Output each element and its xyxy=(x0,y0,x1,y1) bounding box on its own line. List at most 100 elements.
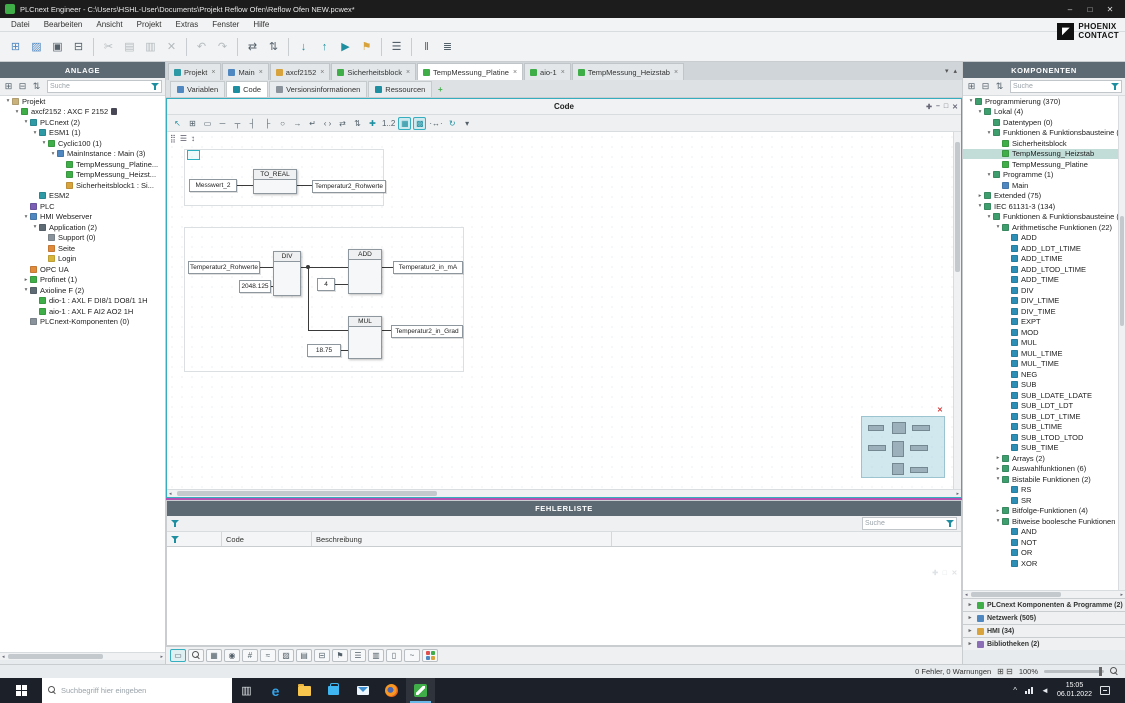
tab-axcf2152[interactable]: axcf2152× xyxy=(269,63,331,80)
tree-item-dio-1-axl-f-di8-1-do8-1-1h[interactable]: dio-1 : AXL F DI8/1 DO8/1 1H xyxy=(0,296,165,307)
expander-expanded-icon[interactable]: ▾ xyxy=(996,476,1000,483)
write-project-icon[interactable]: ⇅ xyxy=(268,41,279,53)
start-icon[interactable]: ▶ xyxy=(341,41,350,53)
actual-size-icon[interactable]: ⊟ xyxy=(1006,667,1013,676)
fbd-block-add[interactable]: ADD xyxy=(348,249,382,294)
jump-icon[interactable]: → xyxy=(293,118,302,128)
snap-toggle-icon[interactable]: ▩ xyxy=(413,116,427,130)
close-icon[interactable]: × xyxy=(211,68,216,76)
tree-item-hmi-webserver[interactable]: ▾HMI Webserver xyxy=(0,212,165,223)
expander-collapsed-icon[interactable]: ▸ xyxy=(24,276,28,283)
expander-expanded-icon[interactable]: ▾ xyxy=(987,171,991,178)
list-icon[interactable]: ☰ xyxy=(391,41,402,53)
tree-item-opc-ua[interactable]: OPC UA xyxy=(0,264,165,275)
tree-item-application-2[interactable]: ▾Application (2) xyxy=(0,222,165,233)
align-icon[interactable]: ⇅ xyxy=(354,118,361,128)
tree-item-maininstance-main-3[interactable]: ▾MainInstance : Main (3) xyxy=(0,149,165,160)
komponenten-hscrollbar[interactable]: ◂ ▸ xyxy=(963,590,1125,598)
subtab-ressourcen[interactable]: Ressourcen xyxy=(368,81,433,97)
expander-expanded-icon[interactable]: ▾ xyxy=(6,98,10,105)
close-icon[interactable]: × xyxy=(258,68,263,76)
fbd-variable-temperatur2-rohwerte[interactable]: Temperatur2_Rohwerte xyxy=(312,180,386,193)
scroll-left-icon[interactable]: ◂ xyxy=(2,654,5,660)
tree-item-main[interactable]: Main xyxy=(963,180,1125,191)
page-range-label[interactable]: 1..2 xyxy=(382,118,396,128)
tree-item-add-ltod-ltime[interactable]: ADD_LTOD_LTIME xyxy=(963,264,1125,275)
tree-item-projekt[interactable]: ▾Projekt xyxy=(0,96,165,107)
tree-item-expt[interactable]: EXPT xyxy=(963,317,1125,328)
fbd-variable-temperatur2-rohwerte[interactable]: Temperatur2_Rohwerte xyxy=(188,261,260,274)
return-icon[interactable]: ↵ xyxy=(309,118,316,128)
edge-button[interactable]: e xyxy=(261,678,290,703)
comment-icon[interactable]: ▭ xyxy=(203,118,212,128)
tree-item-bitweise-boolesche-funktionen-4[interactable]: ▾Bitweise boolesche Funktionen (4) xyxy=(963,516,1125,527)
tab-tempmessung-platine[interactable]: TempMessung_Platine× xyxy=(417,63,524,80)
minimize-panel-icon[interactable]: – xyxy=(935,103,940,110)
tree-item-tempmessung-heizstab[interactable]: TempMessung_Heizstab xyxy=(963,148,1125,159)
menu-projekt[interactable]: Projekt xyxy=(136,20,162,29)
tree-item-add[interactable]: ADD xyxy=(963,233,1125,244)
add-element-icon[interactable]: ✚ xyxy=(369,118,376,128)
scroll-left-icon[interactable]: ◂ xyxy=(965,592,968,598)
close-panel-icon[interactable]: ✕ xyxy=(951,570,958,577)
hidden-icons-chevron[interactable]: ^ xyxy=(1013,686,1018,695)
subtab-versionsinformationen[interactable]: Versionsinformationen xyxy=(269,81,368,97)
section-netzwerk-505[interactable]: ▸Netzwerk (505) xyxy=(963,611,1125,624)
tree-item-sub-ltime[interactable]: SUB_LTIME xyxy=(963,422,1125,433)
branch-icon[interactable]: ┬ xyxy=(234,118,241,128)
tree-item-bistabile-funktionen-2[interactable]: ▾Bistabile Funktionen (2) xyxy=(963,474,1125,485)
expander-expanded-icon[interactable]: ▾ xyxy=(996,518,1000,525)
connection-icon[interactable]: ─ xyxy=(219,118,226,128)
komponenten-vscrollbar[interactable] xyxy=(1118,96,1125,590)
tree-item-plcnext-2[interactable]: ▾PLCnext (2) xyxy=(0,117,165,128)
expander-collapsed-icon[interactable]: ▸ xyxy=(968,602,972,608)
pin-icon[interactable]: ✚ xyxy=(926,103,932,111)
steps-icon[interactable]: ≣ xyxy=(442,41,453,53)
clock[interactable]: 15:05 06.01.2022 xyxy=(1057,682,1092,699)
zoom-dropdown-icon[interactable]: ▾ xyxy=(465,118,470,128)
tree-item-div-ltime[interactable]: DIV_LTIME xyxy=(963,296,1125,307)
tree-item-or[interactable]: OR xyxy=(963,548,1125,559)
fbd-literal-18-75[interactable]: 18.75 xyxy=(307,344,341,357)
tab-overflow-icon[interactable]: ▾ xyxy=(944,68,949,75)
start-button[interactable] xyxy=(0,678,42,703)
export-icon[interactable]: ▤ xyxy=(296,649,312,662)
scroll-right-icon[interactable]: ▸ xyxy=(1120,592,1123,598)
download-icon[interactable]: ↓ xyxy=(300,40,307,53)
image-icon[interactable]: ▨ xyxy=(278,649,294,662)
delete-icon[interactable]: ✕ xyxy=(166,41,177,53)
expander-collapsed-icon[interactable]: ▸ xyxy=(968,641,972,647)
fbd-variable-messwert-2[interactable]: Messwert_2 xyxy=(189,179,237,192)
store-button[interactable] xyxy=(319,678,348,703)
menu-hilfe[interactable]: Hilfe xyxy=(253,20,270,29)
collapse-all-icon[interactable]: ⊟ xyxy=(981,81,990,91)
swap-icon[interactable]: ⇄ xyxy=(339,118,346,128)
menu-extras[interactable]: Extras xyxy=(175,20,199,29)
expander-collapsed-icon[interactable]: ▸ xyxy=(968,615,972,621)
tree-item-sub-ldt-ldt[interactable]: SUB_LDT_LDT xyxy=(963,401,1125,412)
menu-bearbeiten[interactable]: Bearbeiten xyxy=(43,20,83,29)
zoom-slider[interactable] xyxy=(1044,667,1104,676)
filter-icon[interactable] xyxy=(946,519,954,528)
tree-item-sicherheitsblock1-si[interactable]: Sicherheitsblock1 : Si... xyxy=(0,180,165,191)
debug-flag-icon[interactable]: ⚑ xyxy=(361,41,372,53)
overview-icon[interactable]: ▦ xyxy=(206,649,222,662)
tree-item-sr[interactable]: SR xyxy=(963,495,1125,506)
expander-collapsed-icon[interactable]: ▸ xyxy=(996,507,1000,514)
pin-icon[interactable]: ✚ xyxy=(932,570,939,577)
redo-icon[interactable]: ↷ xyxy=(217,41,228,53)
tree-item-axcf2152-axc-f-2152[interactable]: ▾axcf2152 : AXC F 2152 xyxy=(0,107,165,118)
tree-item-aio-1-axl-f-ai2-ao2-1h[interactable]: aio-1 : AXL F AI2 AO2 1H xyxy=(0,306,165,317)
signals-icon[interactable]: ~ xyxy=(404,649,420,662)
expander-expanded-icon[interactable]: ▾ xyxy=(969,98,973,105)
tree-item-tempmessung-heizst[interactable]: TempMessung_Heizst... xyxy=(0,170,165,181)
spacing-icon[interactable]: ·↔· xyxy=(429,118,443,128)
editor-vscrollbar[interactable] xyxy=(953,132,961,489)
tree-item-neg[interactable]: NEG xyxy=(963,369,1125,380)
tree-item-bitfolge-funktionen-4[interactable]: ▸Bitfolge-Funktionen (4) xyxy=(963,506,1125,517)
fbd-variable-temperatur2-in-ma[interactable]: Temperatur2_in_mA xyxy=(393,261,463,274)
action-center-icon[interactable] xyxy=(1100,686,1110,695)
expander-collapsed-icon[interactable]: ▸ xyxy=(996,455,1000,462)
insert-network-icon[interactable]: ⊞ xyxy=(189,118,196,128)
